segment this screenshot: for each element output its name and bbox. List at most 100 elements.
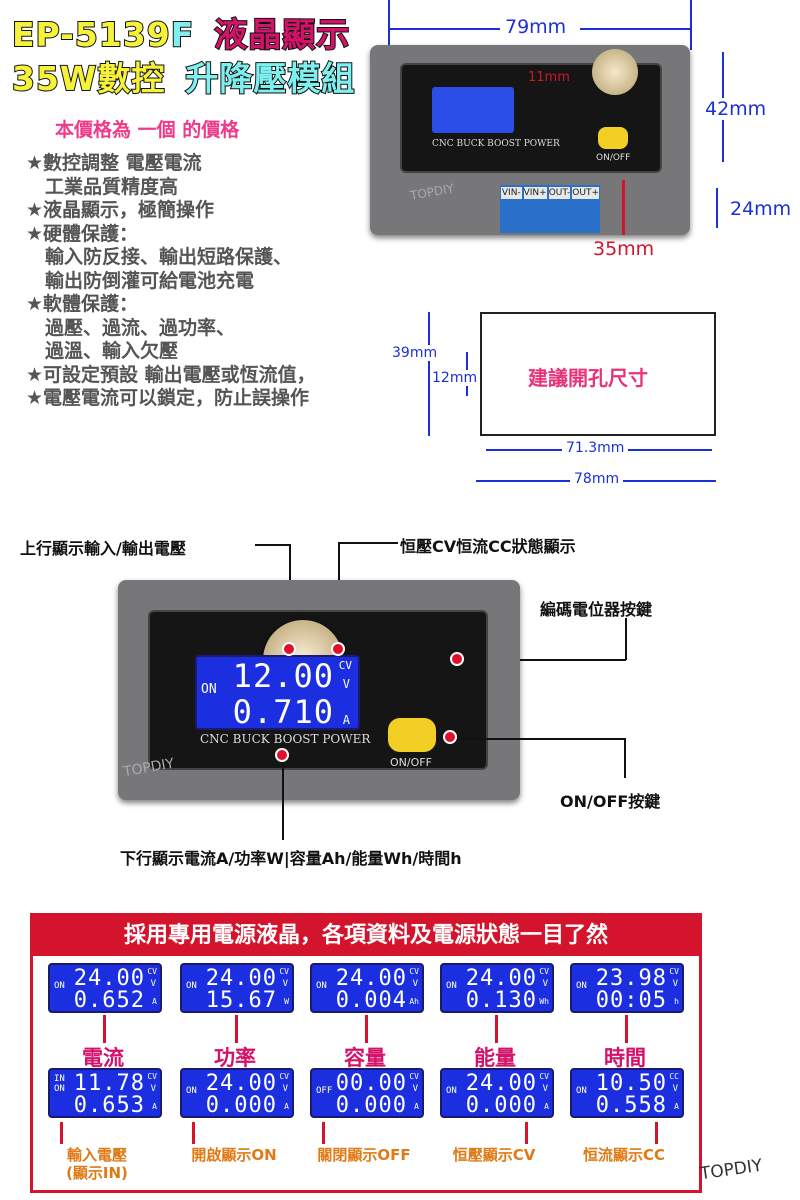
watermark: TOPDIY (122, 755, 176, 781)
subtitle-right: 升降壓模組 (184, 58, 356, 99)
pointer-arrow (192, 1122, 195, 1144)
lcd-voltage-unit: V (412, 1084, 418, 1094)
gallery-lcd: ON 24.00 CV V 0.004 Ah (310, 963, 424, 1013)
pointer-arrow (525, 1122, 528, 1144)
pointer-arrow (495, 1015, 498, 1043)
lcd-mode: CV (539, 1072, 549, 1081)
lcd-state: ON (201, 682, 217, 697)
feature-line: 工業品質精度高 (26, 175, 179, 198)
lcd-reading: 0.558 (595, 1093, 667, 1118)
pointer-arrow (103, 1015, 106, 1043)
lcd-state: ON (576, 981, 587, 991)
cutout-notch: 12mm (432, 370, 478, 386)
height-dimension: 42mm (705, 98, 767, 120)
lcd-voltage-unit: V (282, 1084, 288, 1094)
metric-caption: 電流 (82, 1046, 124, 1070)
feature-line: 過溫、輸入欠壓 (26, 340, 179, 362)
cutout-title: 建議開孔尺寸 (528, 366, 648, 390)
terminal-label: OUT+ (572, 187, 599, 199)
lcd-mode: CV (409, 1072, 419, 1081)
subtitle-left: 35W數控 (11, 58, 166, 99)
terminal-block: VIN- VIN+ OUT- OUT+ (500, 185, 600, 233)
metric-caption: 容量 (344, 1046, 386, 1070)
lcd-reading: 0.004 (335, 988, 407, 1013)
lcd-voltage: 24.00 (205, 1071, 277, 1096)
feature-line: 輸入防反接、輸出短路保護、 (26, 246, 293, 268)
lcd-mode: CV (279, 1072, 289, 1081)
lcd-voltage-unit: V (150, 1084, 156, 1094)
lcd-state: ON (446, 981, 457, 991)
feature-line: ★電壓電流可以鎖定，防止誤操作 (26, 387, 310, 409)
lcd-reading-unit: A (284, 1102, 289, 1111)
lcd-voltage: 10.50 (595, 1071, 667, 1096)
gallery-lcd: ON 24.00 CV V 0.652 A (48, 963, 162, 1013)
lower-line-callout: 下行顯示電流A/功率W|容量Ah/能量Wh/時間h (120, 849, 462, 868)
lcd-mode: CV (147, 1072, 157, 1081)
lcd-voltage-unit: V (542, 1084, 548, 1094)
lcd-mode: CV (409, 967, 419, 976)
terminal-label: VIN+ (523, 187, 547, 199)
cutout-outline (480, 312, 716, 436)
lcd-reading: 0.652 (73, 988, 145, 1013)
lcd-voltage: 24.00 (465, 966, 537, 991)
power-button (598, 127, 628, 149)
gallery-lcd: ON 24.00 CV V 0.130 Wh (440, 963, 554, 1013)
metric-caption: 能量 (474, 1046, 516, 1070)
power-button[interactable] (388, 718, 436, 752)
cutout-height: 39mm (392, 345, 438, 361)
watermark: TOPDIY (409, 181, 456, 203)
price-note: 本價格為 一個 的價格 (55, 119, 240, 141)
lcd-voltage-unit: V (282, 979, 288, 989)
lcd-mode: CV (539, 967, 549, 976)
lcd-reading-unit: h (674, 997, 679, 1006)
lcd-reading: 0.000 (465, 1093, 537, 1118)
gallery-lcd: ON 24.00 CV V 0.000 A (440, 1068, 554, 1118)
feature-line: 輸出防倒灌可給電池充電 (26, 269, 255, 292)
feature-line: 過壓、過流、過功率、 (26, 316, 236, 339)
encoder-callout: 編碼電位器按鍵 (540, 600, 653, 619)
lcd-reading: 0.653 (73, 1093, 145, 1118)
title-lcd: 液晶顯示 (213, 14, 351, 55)
lcd-mode: CC (669, 1072, 679, 1081)
lcd-voltage-unit: V (412, 979, 418, 989)
feature-line: ★數控調整 電壓電流 (26, 152, 202, 174)
lcd-voltage: 24.00 (205, 966, 277, 991)
terminal-labels: VIN- VIN+ OUT- OUT+ (500, 187, 600, 199)
lcd-reading: 00:05 (595, 988, 667, 1013)
lcd-reading-unit: W (284, 997, 289, 1006)
terminal-label: VIN- (501, 187, 522, 199)
model-number: EP-5139 (11, 14, 171, 55)
pointer-arrow (322, 1122, 325, 1144)
gallery-lcd: ON 23.98 CV V 00:05 h (570, 963, 684, 1013)
metric-caption: 功率 (214, 1046, 256, 1070)
depth-dimension: 24mm (730, 198, 792, 220)
subtitle: 35W數控升降壓模組 (11, 52, 356, 100)
terminal-dimension: 35mm (593, 238, 655, 260)
lcd-screen (432, 87, 514, 133)
lcd-state: ON (316, 981, 327, 991)
lcd-reading: 0.000 (335, 1093, 407, 1118)
width-dimension: 79mm (505, 16, 567, 38)
pointer-arrow (60, 1122, 63, 1144)
gallery-lcd: ON 24.00 CV V 15.67 W (180, 963, 294, 1013)
lcd-state: ON (186, 1086, 197, 1096)
gallery-lcd: ON 10.50 CC V 0.558 A (570, 1068, 684, 1118)
module-label: CNC BUCK BOOST POWER (432, 139, 560, 149)
lcd-voltage-unit: V (150, 979, 156, 989)
lcd-current-unit: A (342, 713, 350, 727)
gallery-heading: 採用專用電源液晶，各項資料及電源狀態一目了然 (33, 916, 699, 956)
lcd-reading-unit: A (152, 997, 157, 1006)
lcd-voltage: 24.00 (465, 1071, 537, 1096)
pointer-arrow (655, 1122, 658, 1144)
status-caption: 恒流顯示CC (582, 1146, 666, 1164)
lcd-reading: 0.130 (465, 988, 537, 1013)
status-caption: 關閉顯示OFF (317, 1146, 411, 1164)
watermark: TOPDIY (698, 1155, 764, 1185)
pointer-arrow (625, 1015, 628, 1043)
lcd-reading-unit: A (414, 1102, 419, 1111)
lcd-gallery: 採用專用電源液晶，各項資料及電源狀態一目了然 (30, 913, 702, 1193)
main-lcd: ON 12.00 CV V 0.710 A (195, 655, 360, 730)
gallery-lcd: ON 24.00 CV V 0.000 A (180, 1068, 294, 1118)
pointer-arrow (365, 1015, 368, 1043)
